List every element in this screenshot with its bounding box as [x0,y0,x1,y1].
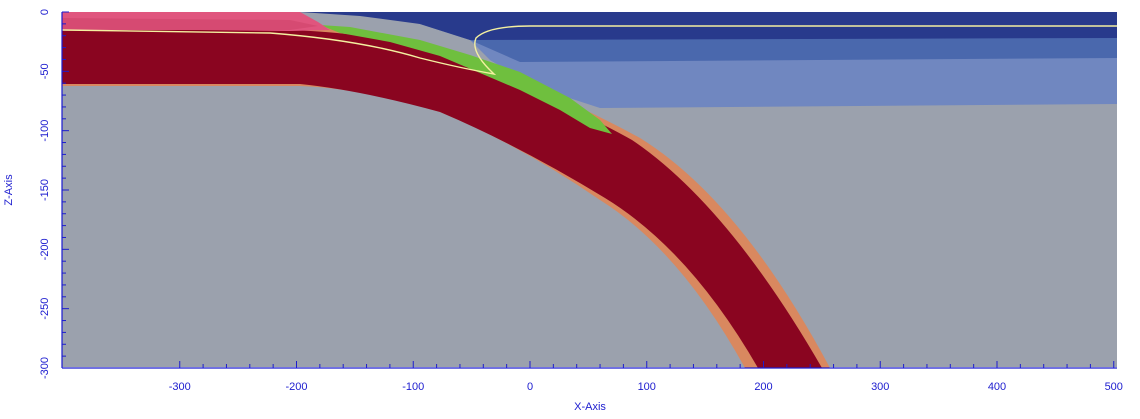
z-tick-label: -150 [39,179,51,201]
crust-band-inner [62,18,318,30]
z-tick-label: -200 [39,238,51,260]
sediment-wedge [320,25,612,134]
z-tick-label: 0 [39,9,51,15]
z-tick-label: -50 [39,63,51,79]
z-tick-label: -100 [39,120,51,142]
x-tick-label: 500 [1105,381,1123,393]
x-tick-label: -300 [169,381,191,393]
x-tick-label: 0 [527,381,533,393]
x-tick-label: -200 [285,381,307,393]
crust-band [62,12,330,31]
x-tick-label: -100 [402,381,424,393]
z-tick-label: -250 [39,298,51,320]
x-axis-title: X-Axis [574,401,606,413]
model-domain [61,12,1117,368]
interface-contour [61,25,1117,76]
x-tick-label: 200 [754,381,772,393]
subducting-slab [62,26,822,368]
z-tick-label: -300 [39,357,51,379]
x-axis-ticks: -300 -200 -100 0 100 200 300 400 500 [169,361,1123,393]
z-axis-ticks: 0 -50 -100 -150 -200 -250 -300 [39,9,69,379]
z-axis-title: Z-Axis [3,174,15,206]
x-tick-label: 300 [871,381,889,393]
x-tick-label: 100 [638,381,656,393]
x-tick-label: 400 [988,381,1006,393]
